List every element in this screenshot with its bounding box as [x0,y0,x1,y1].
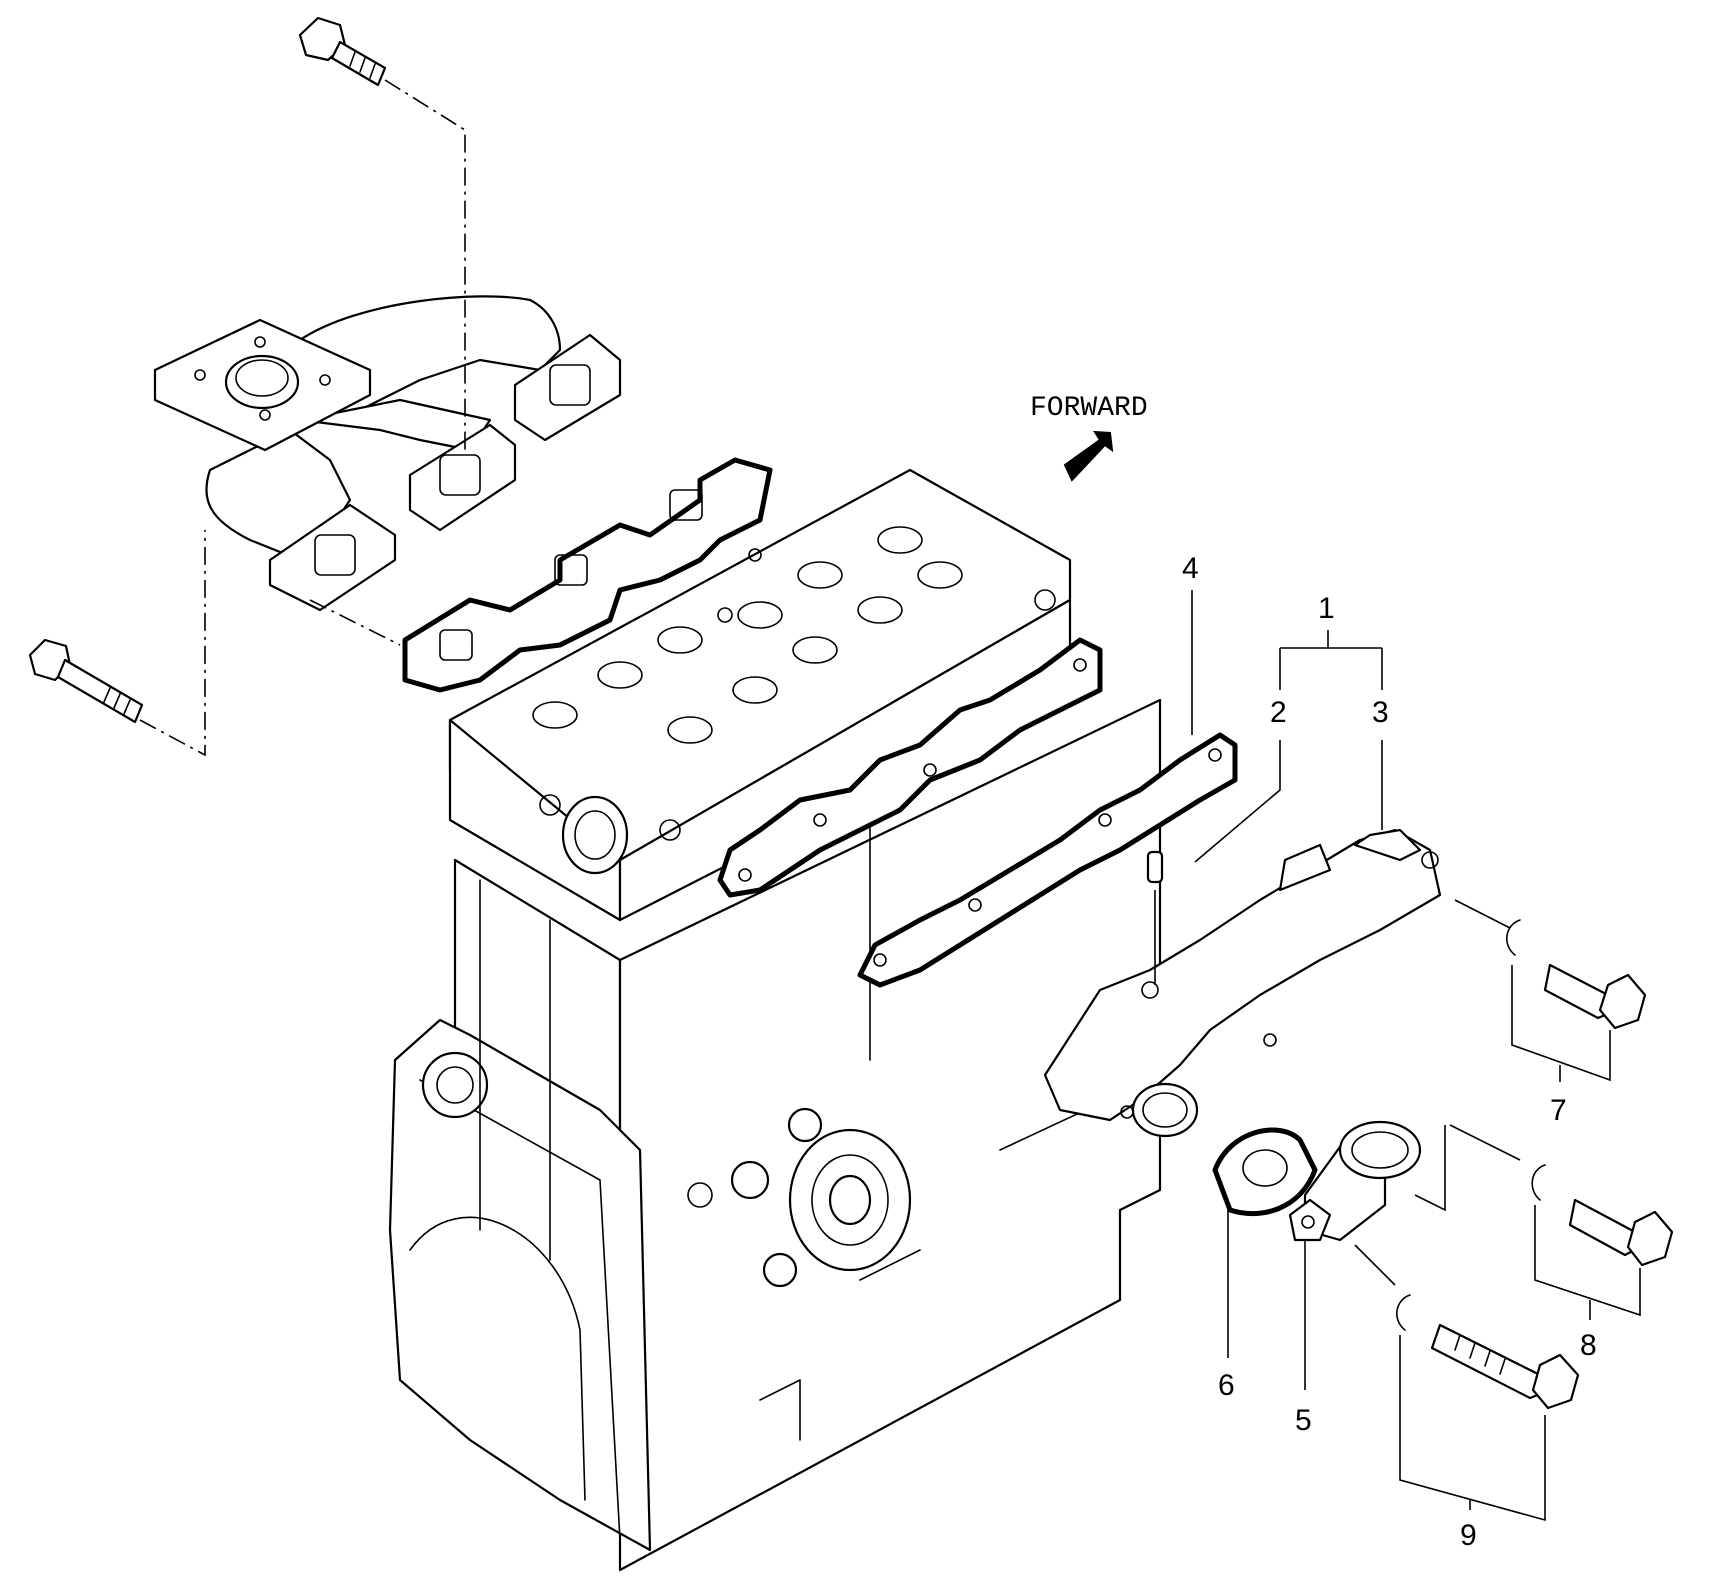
callout-1: 1 [1318,592,1335,625]
bolt-8 [1531,1164,1674,1267]
callout-6: 6 [1218,1369,1235,1402]
exhaust-manifold-gasket [402,457,773,693]
callout-2: 2 [1270,696,1287,729]
callout-5: 5 [1295,1404,1312,1437]
bolt-7 [1506,919,1647,1030]
bolt-leader-lower [139,530,206,757]
dowel-pin [1146,850,1164,884]
water-manifold [1043,828,1442,1138]
callout-4: 4 [1182,552,1199,585]
callout-7: 7 [1550,1094,1567,1127]
callout-8: 8 [1580,1329,1597,1362]
callout-9: 9 [1460,1519,1477,1552]
intake-gasket-head [717,637,1103,898]
engine-block [388,468,1162,1572]
intake-gasket-4 [857,732,1238,988]
manifold-bolt-upper [298,16,387,87]
thermostat-gasket-6 [1212,1127,1318,1217]
thermostat-housing-5 [1288,1120,1422,1242]
bolt-9 [1396,1294,1580,1410]
forward-label: FORWARD [1030,393,1148,424]
manifold-bolt-lower [28,638,144,724]
gasket-leader [309,599,401,646]
bolt-leader-upper [384,79,466,455]
exhaust-manifold [153,295,622,612]
callout-leaders [1191,590,1641,1522]
forward-arrow-icon [1063,430,1114,482]
callout-3: 3 [1372,696,1389,729]
